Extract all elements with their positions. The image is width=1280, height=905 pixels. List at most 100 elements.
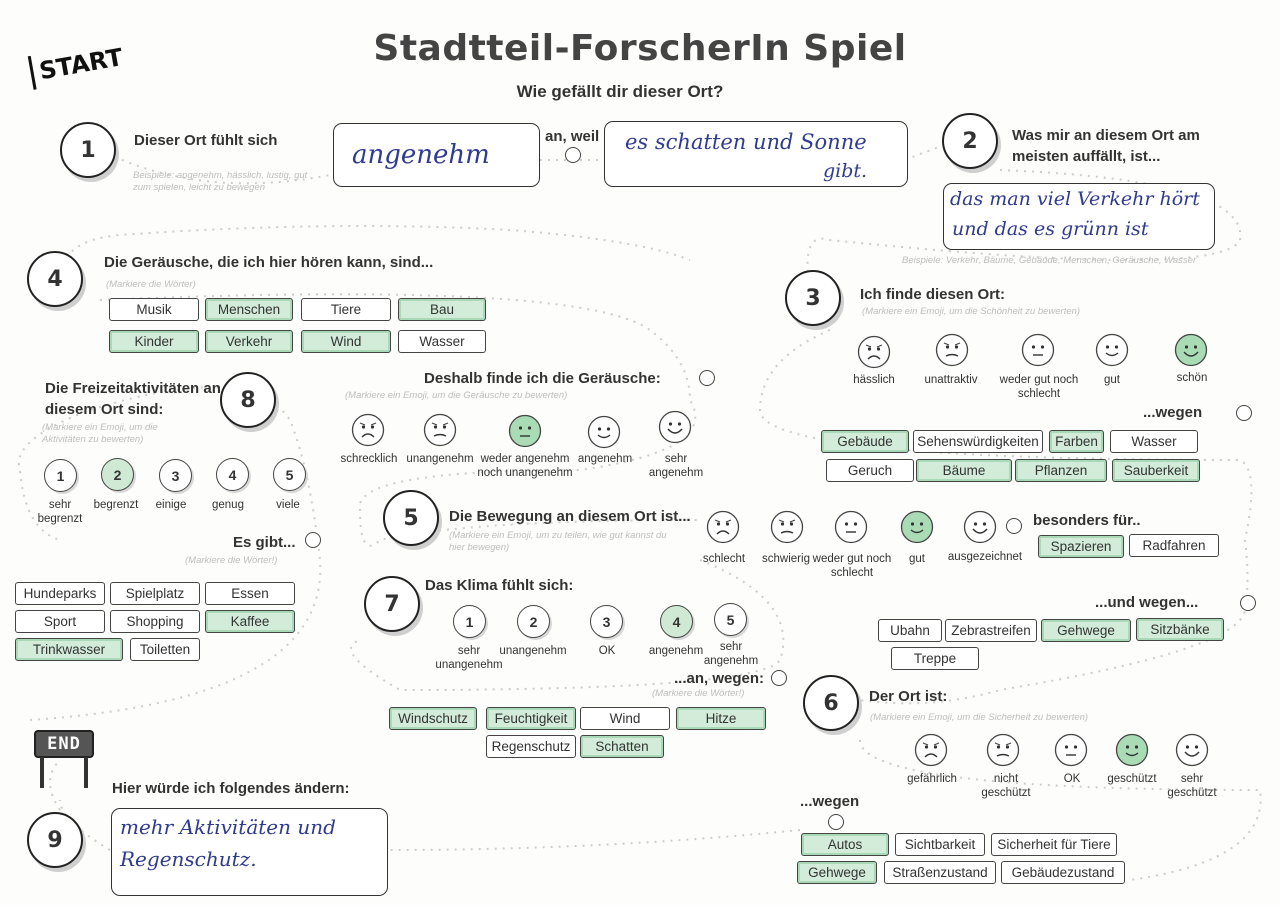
step-number-5: 5 — [383, 490, 439, 546]
safety-tag[interactable]: Gehwege — [797, 861, 877, 884]
sound-tag[interactable]: Verkehr — [205, 330, 293, 353]
sound-tag[interactable]: Tiere — [301, 298, 391, 321]
q4-text: Die Geräusche, die ich hier hören kann, … — [104, 254, 434, 271]
safety-tag[interactable]: Sichtbarkeit — [895, 833, 985, 856]
leisure-scale-3[interactable]: 3 — [159, 459, 192, 492]
step-number-3: 3 — [785, 270, 841, 326]
beauty-tag[interactable]: Gebäude — [821, 430, 909, 453]
beauty-tag[interactable]: Geruch — [826, 459, 914, 482]
sound-tag[interactable]: Musik — [109, 298, 199, 321]
leisure-scale-4[interactable]: 4 — [216, 458, 249, 491]
movement-rating-emoji-3-icon[interactable] — [834, 510, 868, 544]
climate-tag[interactable]: Windschutz — [389, 707, 477, 730]
movement-rating-emoji-label: ausgezeichnet — [947, 551, 1023, 563]
safety-tag[interactable]: Gebäudezustand — [1001, 861, 1125, 884]
safety-rating-emoji-4-icon[interactable] — [1115, 733, 1149, 767]
beauty-tag[interactable]: Farben — [1049, 430, 1104, 453]
q1-reason-box[interactable]: es schatten und Sonne gibt. — [604, 121, 908, 187]
q6-text: Der Ort ist: — [869, 688, 948, 705]
leisure-tag[interactable]: Trinkwasser — [15, 638, 123, 661]
sound-rating-emoji-3-icon[interactable] — [508, 414, 542, 448]
movement-rating-emoji-2-icon[interactable] — [770, 510, 804, 544]
climate-scale-1[interactable]: 1 — [453, 605, 486, 638]
sound-rating-emoji-2-icon[interactable] — [423, 413, 457, 447]
climate-scale-3[interactable]: 3 — [590, 605, 623, 638]
movement-tag[interactable]: Ubahn — [878, 619, 942, 642]
q1-reason-line2: gibt. — [823, 160, 868, 182]
beauty-rating-emoji-3-icon[interactable] — [1021, 333, 1055, 367]
q2-answer-box[interactable]: das man viel Verkehr hört und das es grü… — [943, 183, 1215, 250]
leisure-scale-label: begrenzt — [93, 499, 139, 511]
step-number-2: 2 — [942, 113, 998, 169]
movement-rating-emoji-4-icon[interactable] — [900, 510, 934, 544]
safety-rating-emoji-5-icon[interactable] — [1175, 733, 1209, 767]
leisure-tag[interactable]: Toiletten — [130, 638, 200, 661]
climate-tag[interactable]: Regenschutz — [486, 735, 576, 758]
beauty-tag[interactable]: Wasser — [1110, 430, 1198, 453]
sound-rating-emoji-4-icon[interactable] — [587, 415, 621, 449]
q1-hint: Beispiele: angenehm, hässlich, lustig, g… — [133, 170, 308, 193]
beauty-tag[interactable]: Bäume — [916, 459, 1012, 482]
sound-rating-emoji-1-icon[interactable] — [351, 413, 385, 447]
q1-reason-line1: es schatten und Sonne — [625, 130, 867, 154]
q8-hint: (Markiere ein Emoji, um die Aktivitäten … — [42, 422, 158, 445]
climate-tag[interactable]: Feuchtigkeit — [486, 707, 576, 730]
movement-tag[interactable]: Zebrastreifen — [945, 619, 1037, 642]
beauty-tag[interactable]: Pflanzen — [1015, 459, 1107, 482]
movement-tag[interactable]: Spazieren — [1038, 535, 1124, 558]
q4-rating-hint: (Markiere ein Emoji, um die Geräusche zu… — [345, 390, 568, 401]
climate-scale-5[interactable]: 5 — [714, 603, 747, 636]
safety-rating-emoji-1-icon[interactable] — [914, 733, 948, 767]
leisure-tag[interactable]: Spielplatz — [110, 582, 200, 605]
climate-scale-label: angenehm — [648, 645, 704, 657]
movement-tag[interactable]: Gehwege — [1041, 619, 1131, 642]
beauty-tag[interactable]: Sauberkeit — [1112, 459, 1200, 482]
step-number-8: 8 — [220, 372, 276, 428]
beauty-rating-emoji-1-icon[interactable] — [857, 335, 891, 369]
safety-tag[interactable]: Sicherheit für Tiere — [991, 833, 1117, 856]
beauty-rating-emoji-2-icon[interactable] — [935, 333, 969, 367]
q4-hint: (Markiere die Wörter) — [106, 279, 196, 290]
climate-scale-4[interactable]: 4 — [660, 605, 693, 638]
q3-because: ...wegen — [1143, 404, 1203, 421]
sound-tag[interactable]: Kinder — [109, 330, 199, 353]
leisure-tag[interactable]: Shopping — [110, 610, 200, 633]
leisure-tag[interactable]: Kaffee — [205, 610, 295, 633]
safety-rating-emoji-2-icon[interactable] — [986, 733, 1020, 767]
climate-tag[interactable]: Hitze — [676, 707, 766, 730]
climate-scale-label: OK — [598, 645, 616, 657]
climate-scale-2[interactable]: 2 — [517, 605, 550, 638]
movement-rating-emoji-5-icon[interactable] — [963, 510, 997, 544]
beauty-rating-emoji-4-icon[interactable] — [1095, 333, 1129, 367]
sound-tag[interactable]: Bau — [398, 298, 486, 321]
leisure-scale-2[interactable]: 2 — [101, 458, 134, 491]
movement-tag[interactable]: Radfahren — [1129, 534, 1219, 557]
leisure-tag[interactable]: Sport — [15, 610, 105, 633]
leisure-scale-5[interactable]: 5 — [273, 458, 306, 491]
step-number-4: 4 — [27, 251, 83, 307]
movement-tag[interactable]: Treppe — [891, 647, 979, 670]
safety-rating-emoji-3-icon[interactable] — [1054, 733, 1088, 767]
leisure-scale-1[interactable]: 1 — [44, 459, 77, 492]
safety-rating-emoji-label: nicht geschützt — [981, 773, 1031, 799]
beauty-rating-emoji-5-icon[interactable] — [1174, 333, 1208, 367]
climate-tag[interactable]: Schatten — [580, 735, 664, 758]
safety-tag[interactable]: Straßenzustand — [884, 861, 996, 884]
sound-rating-emoji-5-icon[interactable] — [658, 410, 692, 444]
sound-tag[interactable]: Wind — [301, 330, 391, 353]
beauty-tag[interactable]: Sehenswürdigkeiten — [913, 430, 1043, 453]
sound-tag[interactable]: Wasser — [398, 330, 486, 353]
movement-rating-emoji-label: gut — [909, 553, 925, 565]
step-number-9: 9 — [27, 812, 83, 868]
leisure-tag[interactable]: Hundeparks — [15, 582, 105, 605]
movement-tag[interactable]: Sitzbänke — [1136, 618, 1224, 641]
q4-rating-text: Deshalb finde ich die Geräusche: — [424, 370, 661, 387]
q5-text: Die Bewegung an diesem Ort ist... — [449, 508, 691, 525]
leisure-tag[interactable]: Essen — [205, 582, 295, 605]
safety-tag[interactable]: Autos — [801, 833, 889, 856]
sound-tag[interactable]: Menschen — [205, 298, 293, 321]
q9-answer-box[interactable]: mehr Aktivitäten und Regenschutz. — [111, 808, 388, 896]
q1-answer-box[interactable]: angenehm — [333, 123, 540, 187]
climate-tag[interactable]: Wind — [580, 707, 670, 730]
movement-rating-emoji-1-icon[interactable] — [706, 510, 740, 544]
